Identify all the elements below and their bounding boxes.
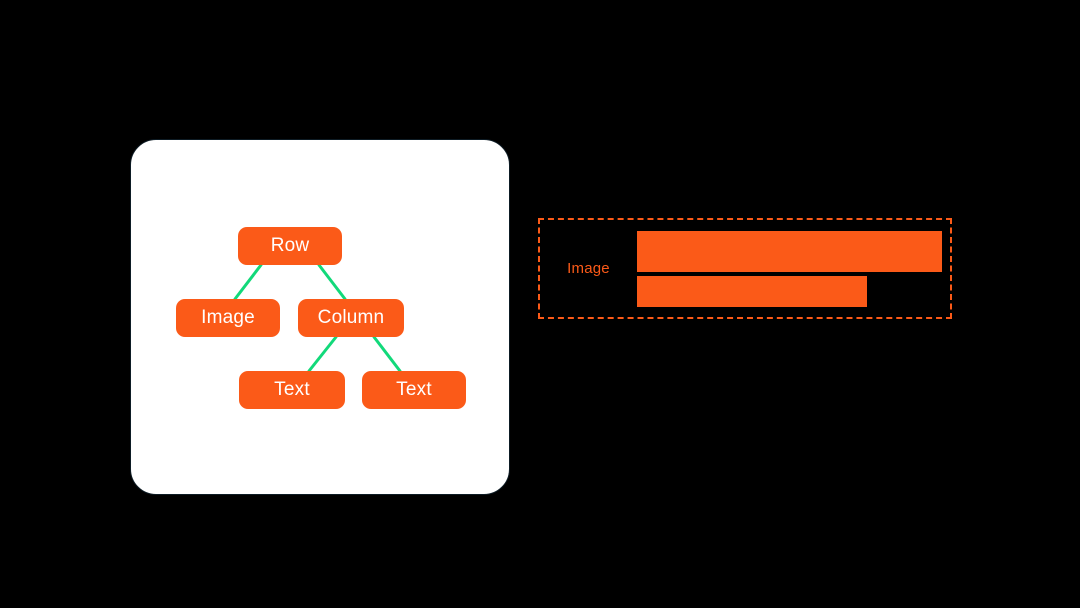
tree-node-row-label: Row (270, 235, 310, 256)
preview-text-bar-1 (637, 230, 942, 272)
edge-column-text1 (307, 335, 338, 373)
tree-node-text-1-label: Text (274, 379, 310, 400)
preview-text-bar-2 (637, 275, 868, 307)
tree-node-text-1[interactable]: Text (239, 371, 345, 409)
preview-image-placeholder: Image (540, 260, 637, 277)
tree-node-text-2[interactable]: Text (362, 371, 466, 409)
tree-node-row[interactable]: Row (238, 227, 342, 265)
edge-column-text2 (372, 335, 402, 373)
tree-node-text-2-label: Text (396, 379, 432, 400)
preview-column-container (637, 220, 950, 317)
preview-image-label: Image (567, 260, 610, 277)
tree-node-column[interactable]: Column (298, 299, 404, 337)
tree-node-column-label: Column (317, 307, 385, 328)
tree-node-image-label: Image (201, 307, 255, 328)
tree-node-image[interactable]: Image (176, 299, 280, 337)
edge-row-image (233, 263, 263, 301)
widget-tree-card: Row Image Column Text Text (130, 139, 510, 495)
edge-row-column (317, 263, 347, 301)
row-layout-preview: Image (538, 218, 952, 319)
